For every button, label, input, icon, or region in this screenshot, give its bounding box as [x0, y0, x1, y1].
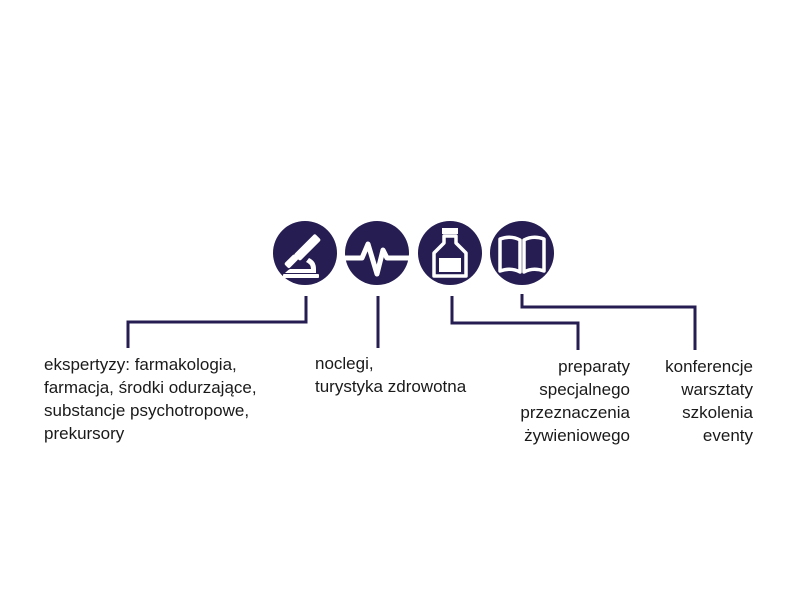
open-book-icon: [490, 221, 554, 285]
microscope-icon: [273, 221, 337, 285]
connector-expertise: [126, 296, 308, 348]
label-conferences: konferencje warsztaty szkolenia eventy: [665, 357, 753, 445]
medicine-bottle-icon: [418, 221, 482, 285]
label-lodging: noclegi, turystyka zdrowotna: [315, 354, 467, 396]
label-preparations: preparaty specjalnego przeznaczenia żywi…: [520, 357, 630, 445]
heartbeat-pulse-icon: [343, 221, 412, 285]
connector-preparations: [450, 296, 580, 350]
connector-conferences: [520, 294, 697, 350]
label-expertise: ekspertyzy: farmakologia, farmacja, środ…: [44, 355, 257, 443]
